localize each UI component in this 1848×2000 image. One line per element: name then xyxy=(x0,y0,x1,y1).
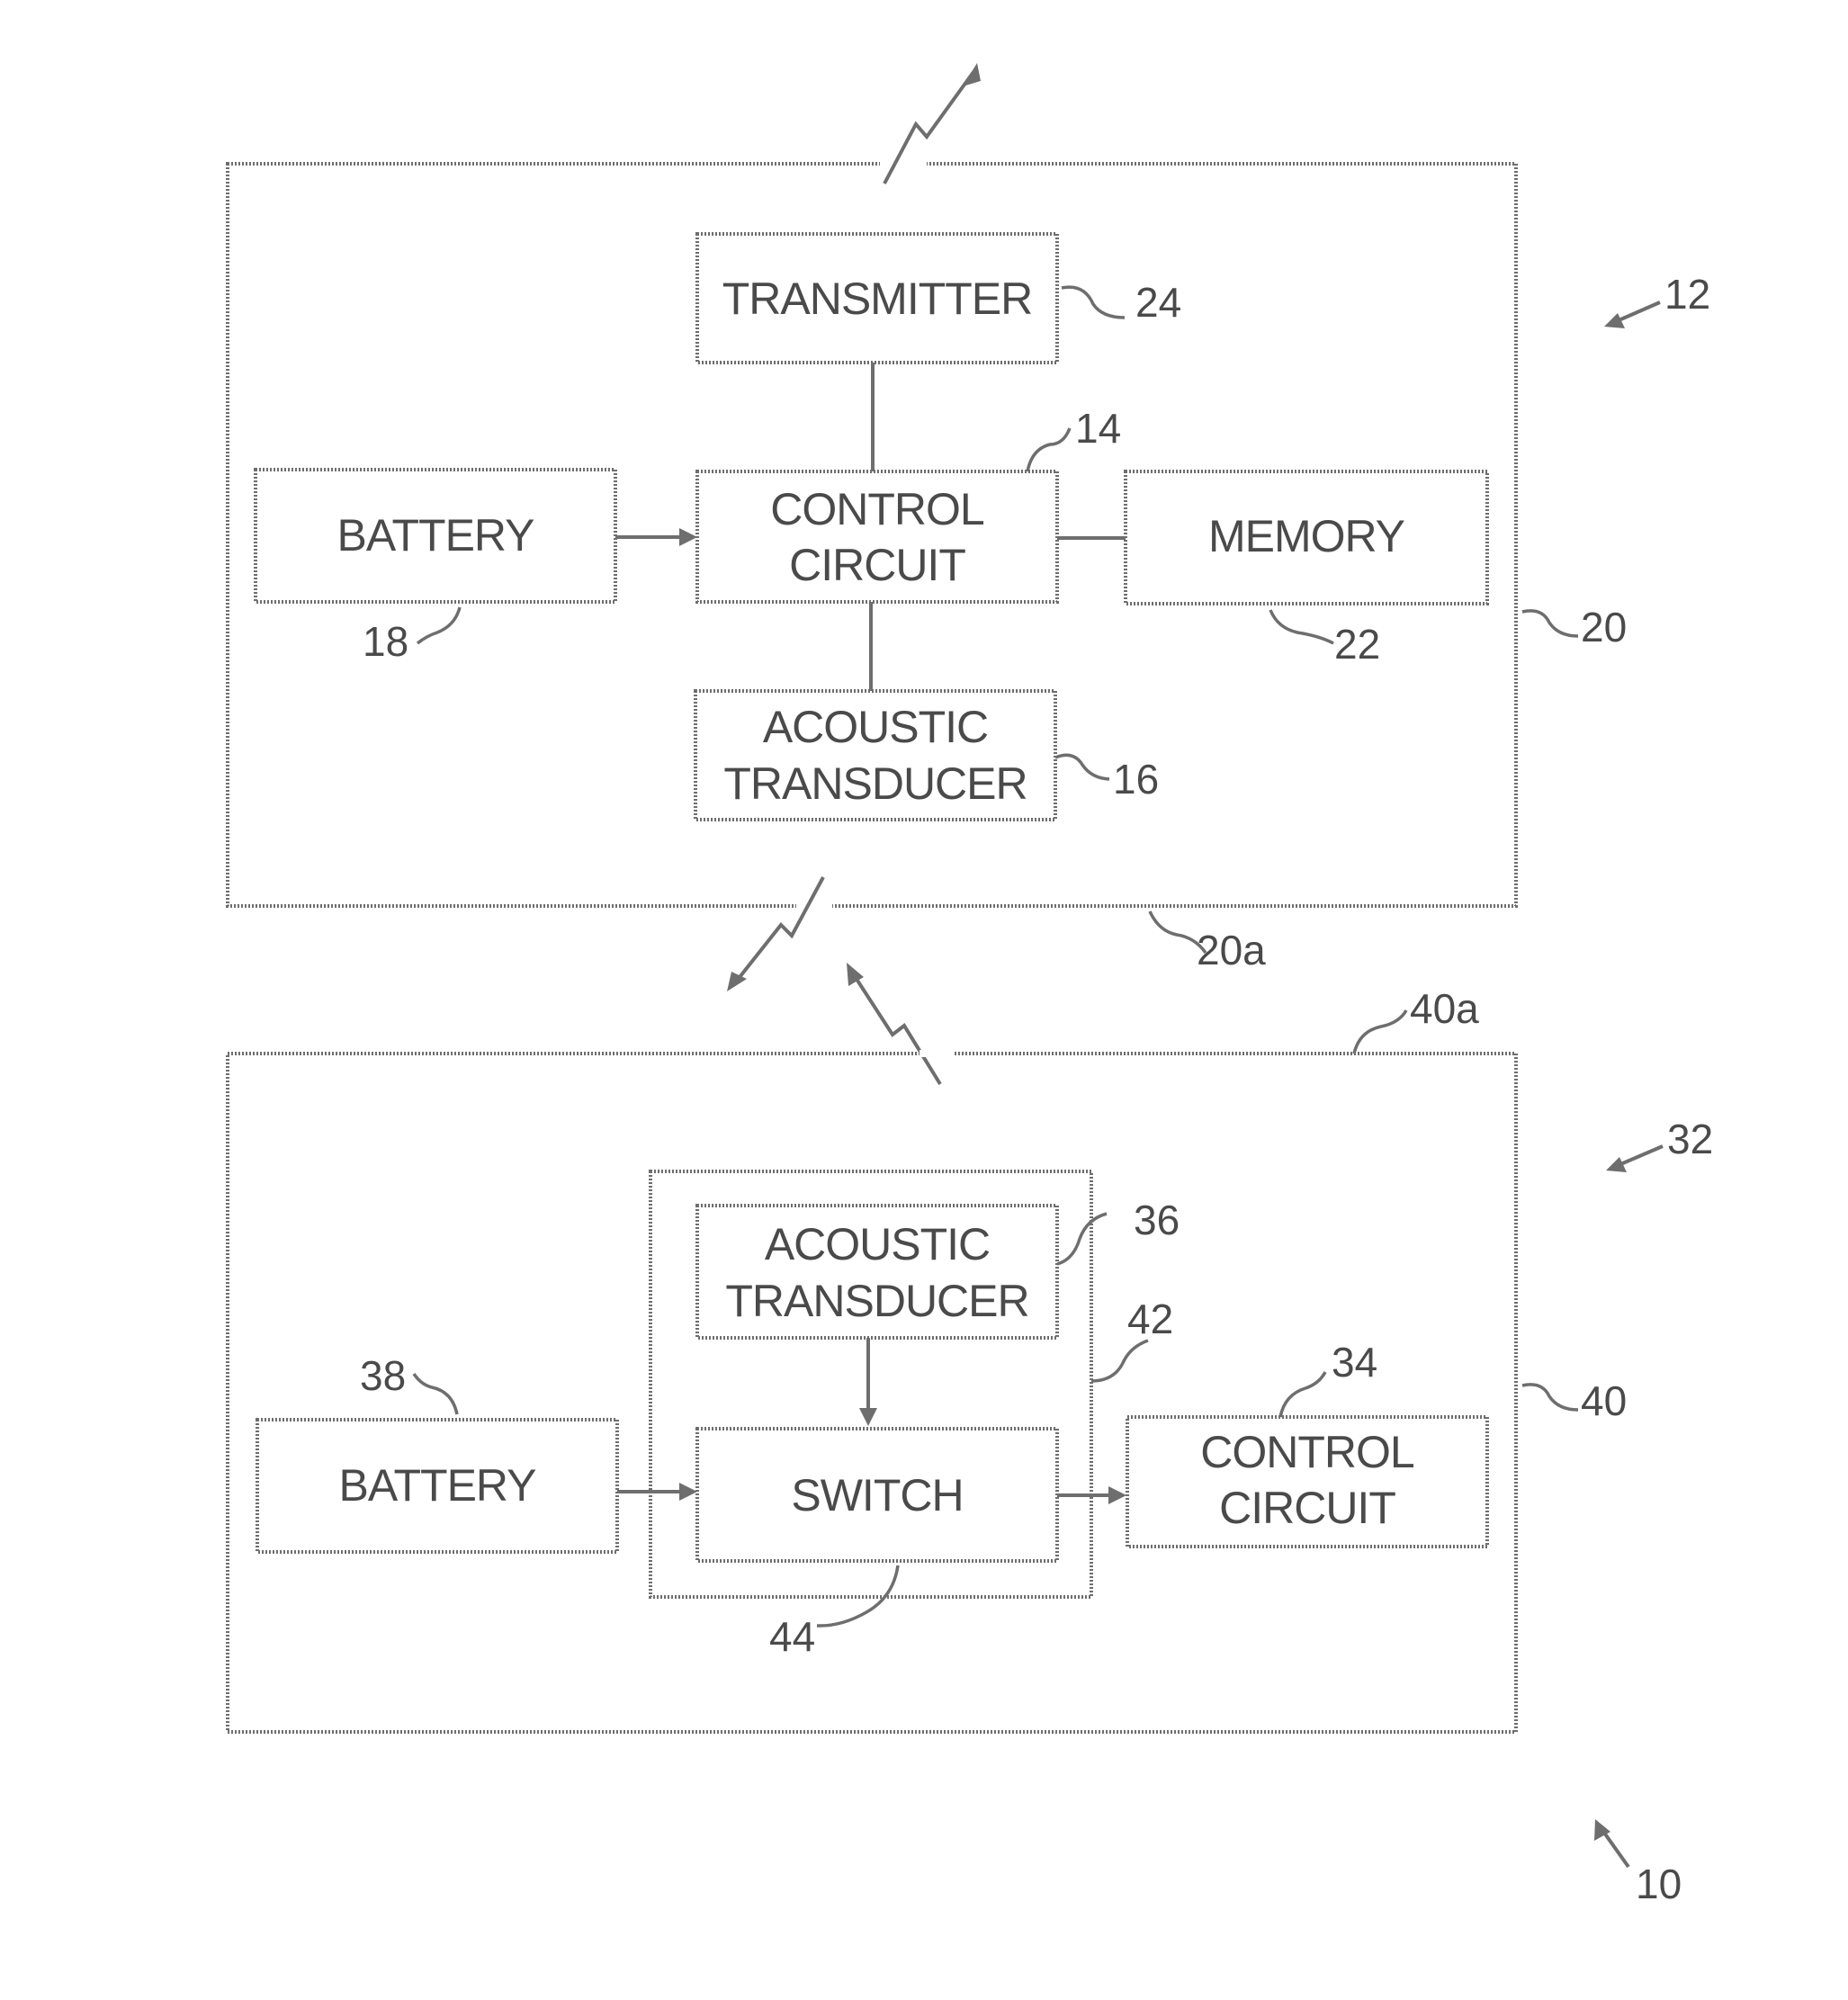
acoustic-transducer-line1-top: ACOUSTIC xyxy=(763,702,988,752)
memory-label: MEMORY xyxy=(1208,511,1405,561)
ref-24: 24 xyxy=(1135,279,1181,326)
ref-40a: 40a xyxy=(1410,985,1479,1032)
arrowhead-transducer-switch xyxy=(859,1408,877,1426)
battery-label-top: BATTERY xyxy=(337,510,535,561)
signal-in-arrowhead xyxy=(847,963,864,986)
ref-36: 36 xyxy=(1134,1197,1180,1243)
ref-32: 32 xyxy=(1667,1116,1713,1162)
arrowhead-battery-switch xyxy=(679,1483,697,1501)
control-circuit-line1-bottom: CONTROL xyxy=(1200,1427,1414,1477)
leader-36 xyxy=(1057,1214,1107,1264)
leader-40a xyxy=(1354,1010,1406,1054)
ref-40: 40 xyxy=(1581,1377,1627,1424)
arrowhead-switch-control xyxy=(1108,1486,1126,1504)
ref-12: 12 xyxy=(1664,271,1710,318)
ref-20: 20 xyxy=(1581,604,1627,650)
leader-42 xyxy=(1091,1341,1148,1381)
control-circuit-line2-top: CIRCUIT xyxy=(789,540,965,590)
wireless-signal-down-icon xyxy=(733,877,823,985)
ref-18: 18 xyxy=(363,618,408,665)
transmitter-label: TRANSMITTER xyxy=(722,274,1033,324)
leader-22 xyxy=(1270,610,1333,643)
ref-20a: 20a xyxy=(1197,927,1266,973)
acoustic-transducer-line2-bottom: TRANSDUCER xyxy=(725,1276,1028,1326)
leader-18 xyxy=(417,607,460,643)
ref-42: 42 xyxy=(1127,1296,1173,1342)
leader-24 xyxy=(1062,287,1125,318)
ref-38: 38 xyxy=(360,1352,406,1399)
housing-bottom xyxy=(228,1054,1516,1732)
leader-38 xyxy=(414,1374,457,1414)
leader-14 xyxy=(1027,428,1070,471)
acoustic-transducer-line2-top: TRANSDUCER xyxy=(723,758,1027,809)
wireless-signal-in-icon xyxy=(853,973,940,1084)
control-circuit-line2-bottom: CIRCUIT xyxy=(1219,1483,1395,1533)
ref-16: 16 xyxy=(1113,756,1159,803)
ref-44: 44 xyxy=(769,1613,815,1660)
ref-14: 14 xyxy=(1075,405,1121,452)
ref-22: 22 xyxy=(1334,621,1380,668)
leader-16 xyxy=(1055,755,1109,779)
battery-label-bottom: BATTERY xyxy=(339,1460,537,1511)
ref-34: 34 xyxy=(1332,1339,1377,1386)
ref-10: 10 xyxy=(1636,1861,1682,1907)
arrowhead-battery-top xyxy=(679,528,697,546)
leader-20 xyxy=(1522,611,1578,636)
switch-label: SWITCH xyxy=(791,1470,963,1520)
leader-44 xyxy=(817,1565,898,1626)
leader-34 xyxy=(1280,1372,1325,1417)
signal-arrowhead xyxy=(963,63,981,86)
leader-40 xyxy=(1522,1385,1578,1410)
acoustic-transducer-line1-bottom: ACOUSTIC xyxy=(765,1219,990,1269)
control-circuit-line1-top: CONTROL xyxy=(770,484,984,534)
